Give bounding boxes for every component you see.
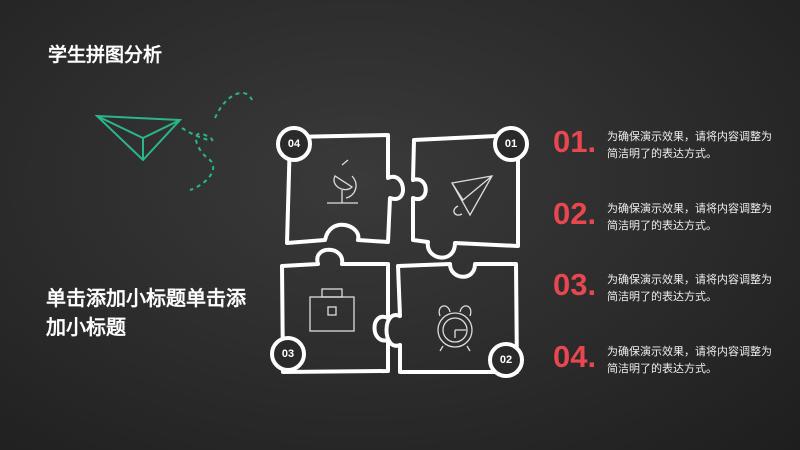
puzzle-piece-02 bbox=[384, 262, 519, 374]
item-number-04: 04. bbox=[553, 339, 597, 374]
item-number-02: 02. bbox=[553, 196, 597, 231]
paper-plane-icon bbox=[450, 175, 494, 217]
item-text-01: 为确保演示效果，请将内容调整为简洁明了的表达方式。 bbox=[607, 130, 772, 160]
piece-badge-04: 04 bbox=[276, 126, 312, 162]
piece-badge-03: 03 bbox=[270, 336, 306, 372]
piece-badge-02: 02 bbox=[488, 342, 524, 378]
item-text-02: 为确保演示效果，请将内容调整为简洁明了的表达方式。 bbox=[607, 202, 772, 232]
item-number-01: 01. bbox=[553, 124, 597, 159]
puzzle-piece-01 bbox=[411, 133, 520, 260]
briefcase-icon bbox=[309, 288, 355, 332]
piece-badge-01: 01 bbox=[493, 126, 529, 162]
item-text-03: 为确保演示效果，请将内容调整为简洁明了的表达方式。 bbox=[607, 273, 772, 303]
subtitle: 单击添加小标题单击添加小标题 bbox=[46, 286, 246, 339]
microscope-icon bbox=[327, 159, 358, 204]
item-number-03: 03. bbox=[553, 267, 597, 302]
alarm-clock-icon bbox=[437, 305, 473, 352]
puzzle-piece-04 bbox=[285, 133, 405, 245]
item-text-04: 为确保演示效果，请将内容调整为简洁明了的表达方式。 bbox=[607, 345, 772, 375]
page-title: 学生拼图分析 bbox=[48, 44, 163, 66]
paper-plane-decoration-icon bbox=[94, 92, 253, 191]
